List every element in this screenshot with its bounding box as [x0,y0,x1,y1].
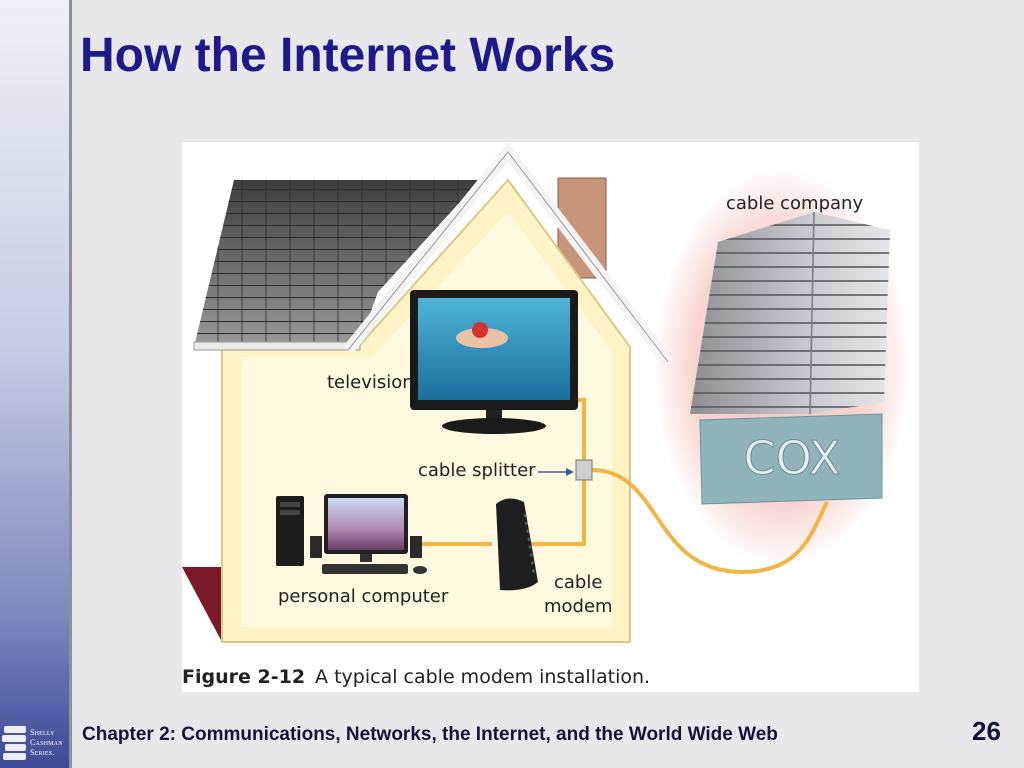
splitter-arrowhead [566,468,574,476]
shelly-cashman-logo [2,726,26,760]
pc-keyboard [322,564,408,574]
television-screen [418,298,570,400]
building-corner [809,211,815,415]
logo-line-1: Shelly [30,728,55,737]
page-number: 26 [972,716,1001,746]
swimmer-cap [472,322,488,338]
cable-modem-lights [524,513,535,575]
house-roof-shingles [194,180,480,347]
label-personal-computer: personal computer [278,586,449,607]
figure-caption-number: Figure 2-12 [182,666,306,688]
label-cable-modem-1: cable [554,572,603,593]
figure-caption: Figure 2-12 A typical cable modem install… [182,666,650,688]
pc-drive-bay [280,502,300,507]
television-stand [442,418,546,434]
company-sign-text: COX [744,431,841,485]
gable-trim-outline [347,151,669,363]
label-cable-company: cable company [726,193,864,214]
cable-splitter-to-company [591,468,829,575]
pc-monitor-screen [328,498,404,550]
logo-line-3: Series. [30,748,55,757]
pc-drive-bay-2 [280,510,300,515]
logo-text: Shelly Cashman Series. [30,728,72,758]
pc-speaker-left [310,536,322,558]
left-side-bar [0,0,72,768]
cable-modem-device [496,498,538,591]
label-television: television [327,372,414,393]
pc-monitor-stand [360,554,372,562]
company-sign [699,413,883,505]
logo-line-2: Cashman [30,738,63,747]
pc-speaker-right [410,536,422,558]
cable-modem-figure: COX cable company television cable split… [182,142,919,692]
slide-footer: Chapter 2: Communications, Networks, the… [82,724,778,745]
cable-splitter-device [575,459,593,481]
slide-title: How the Internet Works [80,29,616,82]
figure-caption-text: A typical cable modem installation. [315,666,651,688]
pc-mouse [413,566,427,574]
cable-splitter-to-modem [524,476,586,546]
office-building-windows [690,212,890,414]
swimmer [456,328,508,348]
roof-edge [193,341,361,351]
figure-illustration: COX [182,142,910,643]
label-cable-splitter: cable splitter [418,460,536,481]
ground-shadow [182,567,222,642]
label-cable-modem-2: modem [544,596,613,617]
